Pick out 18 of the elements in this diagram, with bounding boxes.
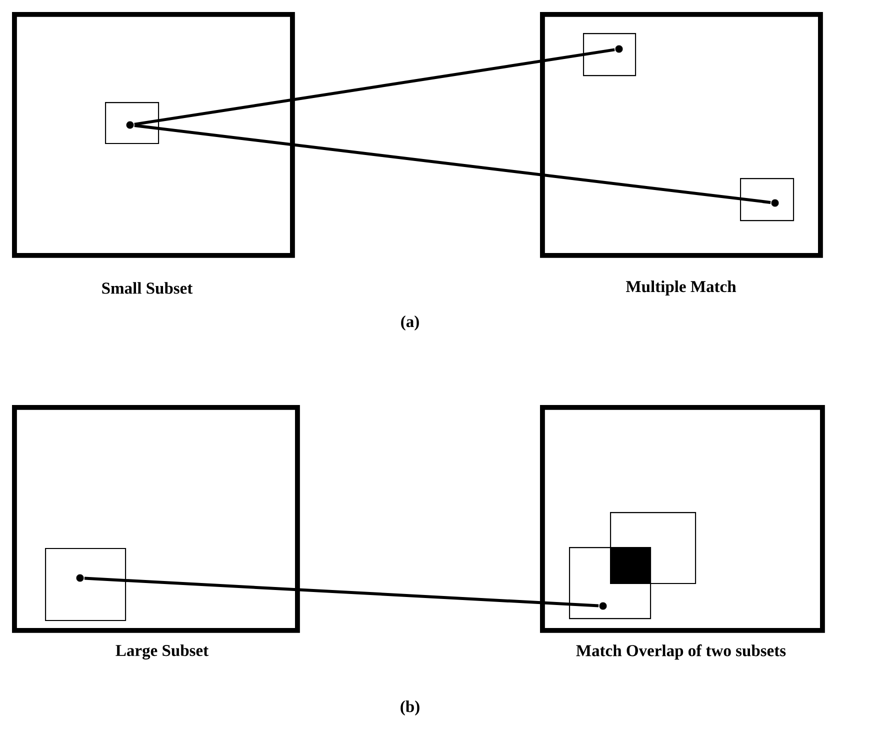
subset-box <box>740 178 794 222</box>
subfigure-label: (a) <box>401 316 419 330</box>
subfigure-label: (b) <box>400 700 420 716</box>
point-dot <box>615 45 623 53</box>
point-dot <box>126 121 134 129</box>
subset-box <box>45 548 126 622</box>
panel-heading: Multiple Match <box>626 280 736 296</box>
connector-line <box>84 576 599 608</box>
subset-box <box>610 512 696 584</box>
panel-heading: Match Overlap of two subsets <box>576 644 786 660</box>
subset-box <box>583 33 636 76</box>
point-dot <box>771 199 779 207</box>
panel-heading: Large Subset <box>116 644 209 660</box>
point-dot <box>599 602 607 610</box>
panel-heading: Small Subset <box>102 282 193 294</box>
subset-box <box>105 102 160 144</box>
point-dot <box>76 574 84 582</box>
subset-box <box>569 547 652 620</box>
